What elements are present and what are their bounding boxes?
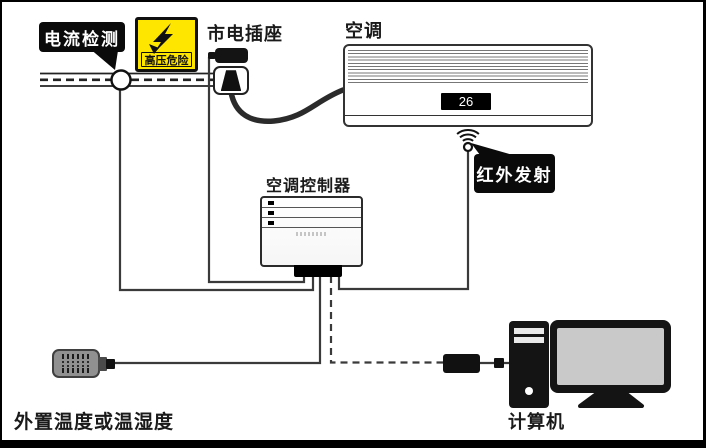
ac-temperature-display: 26	[441, 93, 491, 110]
sensor-vent	[62, 368, 91, 373]
temp-sensor-wire	[114, 276, 322, 365]
sensor-cable-cap	[98, 357, 107, 371]
ac-controller-unit	[260, 196, 363, 267]
sensor-vent	[62, 364, 91, 367]
mains-power-line	[40, 72, 214, 87]
tap-plug-cord-nub	[208, 52, 216, 59]
controller-slot-row	[262, 218, 361, 228]
computer-monitor	[550, 320, 671, 393]
sensor-vent	[62, 361, 91, 363]
controller-slot-row	[262, 208, 361, 218]
controller-terminal-block	[294, 265, 342, 277]
tap-plug	[215, 48, 248, 63]
ac-controller-label: 空调控制器	[266, 178, 352, 195]
figure-bottom-border	[2, 440, 703, 448]
mains-socket-label: 市电插座	[207, 24, 283, 44]
air-conditioner-label: 空调	[345, 21, 383, 41]
tower-drive-slot	[514, 337, 544, 343]
controller-led	[268, 211, 274, 215]
high-voltage-sign-text: 高压危险	[141, 52, 192, 67]
external-sensor-label: 外置温度或温湿度	[14, 412, 175, 433]
controller-led	[268, 221, 274, 225]
current-detection-callout: 电流检测	[39, 22, 125, 52]
ac-bottom-divider	[345, 115, 591, 116]
tower-power-button	[525, 387, 533, 395]
mains-socket	[213, 66, 249, 95]
current-sensor-ring	[110, 69, 132, 91]
air-conditioner-unit: 26	[343, 44, 593, 127]
ir-emission-callout: 红外发射	[474, 154, 555, 193]
ac-power-cable	[228, 87, 346, 124]
usb-serial-adapter	[443, 354, 480, 373]
sensor-cable-plug	[106, 359, 115, 369]
sensor-vent	[62, 354, 91, 359]
controller-slot-row	[262, 198, 361, 208]
ac-plug-icon	[220, 70, 242, 91]
controller-led	[268, 201, 274, 205]
ac-vent-grille	[348, 50, 588, 83]
controller-brand-smudge	[296, 232, 326, 236]
computer-label: 计算机	[508, 412, 565, 432]
temperature-sensor	[52, 349, 100, 378]
monitor-screen	[557, 328, 664, 385]
adapter-connector	[494, 358, 504, 368]
computer-tower	[509, 321, 549, 408]
high-voltage-sign: 高压危险	[135, 17, 198, 72]
ir-signal-icon	[456, 129, 480, 153]
tower-drive-slot	[514, 328, 544, 334]
current-detection-callout-tail	[92, 50, 118, 70]
serial-wire-dashed	[329, 276, 443, 364]
monitor-stand	[578, 390, 644, 408]
